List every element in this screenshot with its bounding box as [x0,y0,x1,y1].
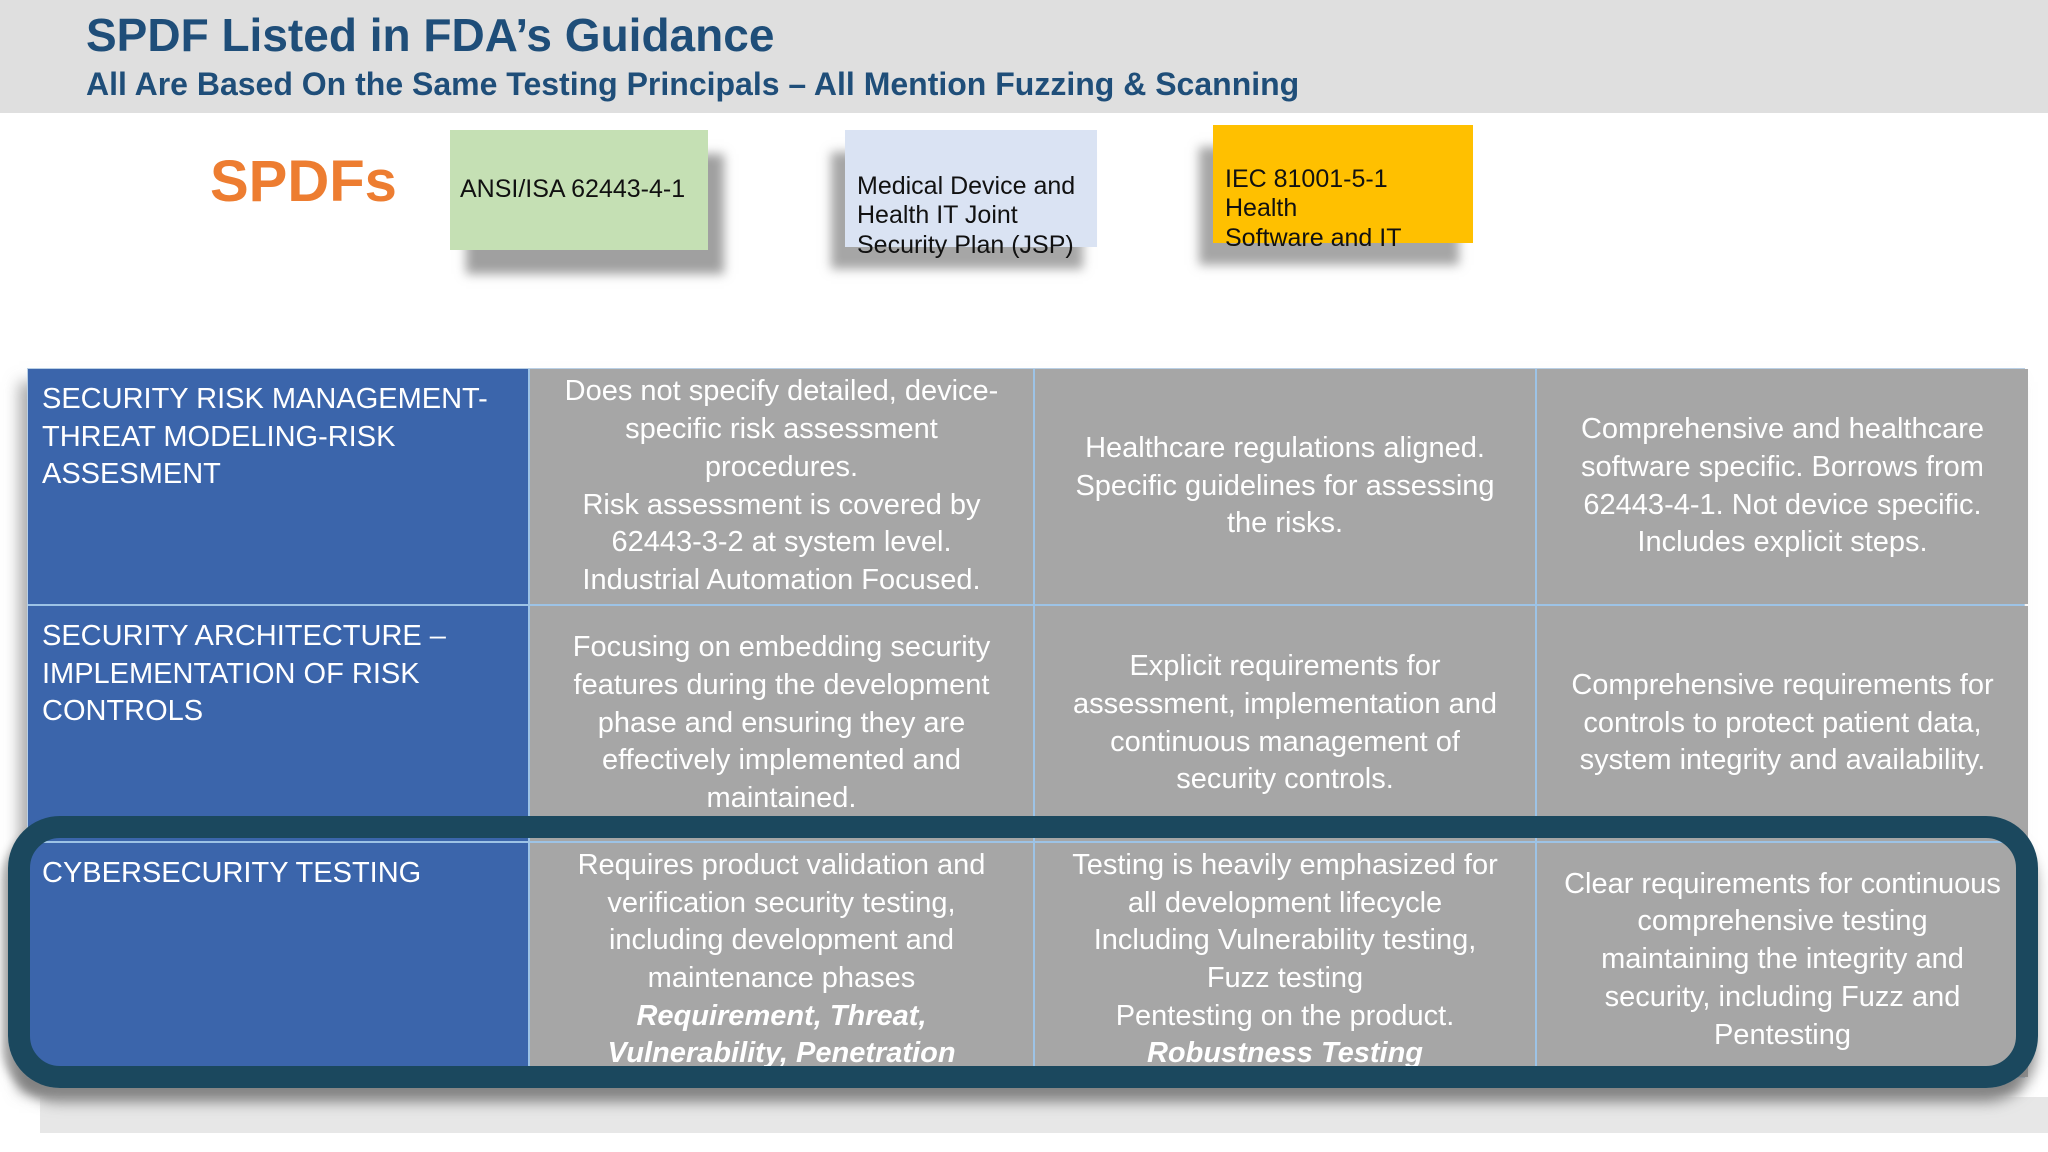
cell-text: Clear requirements for continuous compre… [1564,867,2001,1051]
cell-arch-ansi: Focusing on embedding security features … [530,606,1033,841]
cell-testing-ansi: Requires product validation and verifica… [530,843,1033,1077]
cell-risk-jsp: Healthcare regulations aligned. Specific… [1035,369,1535,604]
standard-box-ansi-label: ANSI/ISA 62443-4-1 [460,175,686,204]
cell-testing-iec: Clear requirements for continuous compre… [1537,843,2028,1077]
standard-box-ansi-isa-62443: ANSI/ISA 62443-4-1 [450,130,708,250]
cell-text: Requires product validation and verifica… [577,848,986,994]
row-header-risk-management: SECURITY RISK MANAGEMENT-THREAT MODELING… [28,369,528,604]
cell-testing-jsp: Testing is heavily emphasized for all de… [1035,843,1535,1077]
standard-box-jsp-label: Medical Device and Health IT Joint Secur… [857,171,1076,259]
slide-subtitle: All Are Based On the Same Testing Princi… [86,66,1300,102]
cell-risk-iec: Comprehensive and healthcare software sp… [1537,369,2028,604]
cell-emphasis-text: Robustness Testing [1146,1037,1424,1070]
cell-text: Comprehensive and healthcare software sp… [1580,413,1985,559]
cell-text: Comprehensive requirements for controls … [1571,668,1994,777]
title-banner [0,0,2048,113]
cell-risk-ansi: Does not specify detailed, device-specif… [530,369,1033,604]
cell-text: Does not specify detailed, device-specif… [564,375,999,596]
footer-strip [40,1097,2048,1133]
row-header-cybersecurity-testing: CYBERSECURITY TESTING [28,843,528,1077]
standard-box-iec-label: IEC 81001-5-1 Health Software and IT [1225,164,1402,252]
cell-text: Testing is heavily emphasized for all de… [1072,848,1498,1032]
spdfs-label: SPDFs [210,149,397,214]
cell-text: Focusing on embedding security features … [572,631,991,815]
standard-box-iec-81001: IEC 81001-5-1 Health Software and IT [1213,125,1473,252]
cell-text: Explicit requirements for assessment, im… [1073,650,1497,796]
cell-emphasis-text: Requirement, Threat, Vulnerability, Pene… [607,999,956,1070]
cell-arch-iec: Comprehensive requirements for controls … [1537,606,2028,841]
standard-box-jsp: Medical Device and Health IT Joint Secur… [845,130,1097,259]
row-header-security-architecture: SECURITY ARCHITECTURE – IMPLEMENTATION O… [28,606,528,841]
comparison-table: SECURITY RISK MANAGEMENT-THREAT MODELING… [27,368,2028,1078]
slide-title: SPDF Listed in FDA’s Guidance [86,9,775,61]
cell-text: Healthcare regulations aligned. Specific… [1075,431,1495,540]
cell-arch-jsp: Explicit requirements for assessment, im… [1035,606,1535,841]
